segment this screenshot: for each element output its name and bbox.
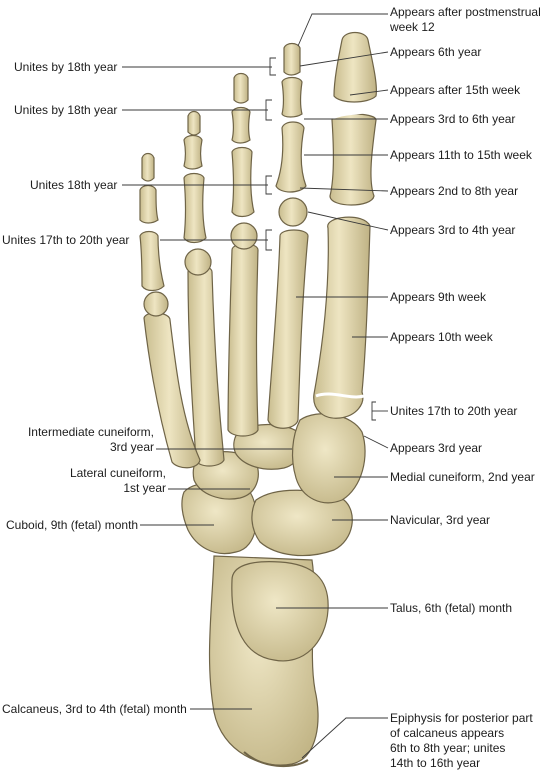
middle-phalanx-2 [281,76,303,118]
leader-lines [122,13,389,759]
metatarsal-3-head [230,222,258,250]
label-metatarsal-1-base-union: Unites 17th to 20th year [390,404,518,418]
proximal-phalanx-5 [139,230,165,292]
metatarsal-1-epiphysis-line [315,392,365,399]
foot-skeleton [139,31,377,768]
medial-cuneiform [291,413,366,504]
label-lateral-cuneiform: Lateral cuneiform, 1st year [69,466,166,495]
distal-phalanx-2 [283,42,301,76]
middle-phalanx-3 [231,106,251,144]
distal-phalanx-1 [333,31,377,103]
middle-phalanx-5 [139,184,159,224]
label-talus: Talus, 6th (fetal) month [390,601,513,615]
label-middle-phalanx-ossification: Appears 11th to 15th week [390,148,532,162]
label-proximal-phalanx-1-epiphysis: Appears 3rd to 6th year [390,112,516,126]
metatarsal-5 [143,312,201,469]
metatarsal-5-head [143,291,169,317]
proximal-phalanx-3 [231,146,255,218]
talus [231,561,329,662]
label-metatarsal-head-union: Unites 17th to 20th year [2,233,130,247]
distal-phalanx-3 [233,72,249,104]
metatarsal-2 [267,229,309,429]
label-distal-phalanx-1-ossification: Appears after postmenstrual week 12 [390,5,541,34]
proximal-phalanx-2 [275,121,307,193]
label-metatarsal-1-ossification: Appears 10th week [390,330,493,344]
metatarsal-4-head [184,248,212,276]
label-distal-union-toe-2: Unites by 18th year [14,60,118,74]
label-distal-phalanx-1-epiphysis: Appears 6th year [390,45,482,59]
middle-phalanx-4 [183,134,203,170]
metatarsal-1 [313,216,371,419]
distal-phalanx-4 [187,110,201,136]
metatarsal-3 [227,243,259,437]
label-metatarsal-2-ossification: Appears 9th week [390,290,487,304]
label-cuboid: Cuboid, 9th (fetal) month [6,518,139,532]
label-proximal-phalanx-1-ossification: Appears after 15th week [390,83,521,97]
metatarsal-2-head [278,197,308,227]
label-proximal-union-toe-2: Unites 18th year [30,178,118,192]
label-middle-union-toe-2: Unites by 18th year [14,103,118,117]
proximal-phalanx-4 [183,172,207,244]
label-navicular: Navicular, 3rd year [390,513,491,527]
label-medial-cuneiform: Medial cuneiform, 2nd year [390,470,535,484]
distal-phalanx-5 [141,152,155,182]
label-intermediate-cuneiform: Intermediate cuneiform, 3rd year [27,425,154,454]
metatarsal-4 [187,265,225,467]
label-metatarsal-1-base-epiphysis: Appears 3rd year [390,441,483,455]
calcaneus-epiphysis [243,751,309,768]
proximal-phalanx-1 [329,113,377,206]
label-metatarsal-1-head-epiphysis: Appears 2nd to 8th year [390,184,519,198]
label-metatarsal-2-head-epiphysis: Appears 3rd to 4th year [390,223,516,237]
label-calcaneus-epiphysis: Epiphysis for posterior part of calcaneu… [390,711,533,770]
label-calcaneus: Calcaneus, 3rd to 4th (fetal) month [2,702,187,716]
